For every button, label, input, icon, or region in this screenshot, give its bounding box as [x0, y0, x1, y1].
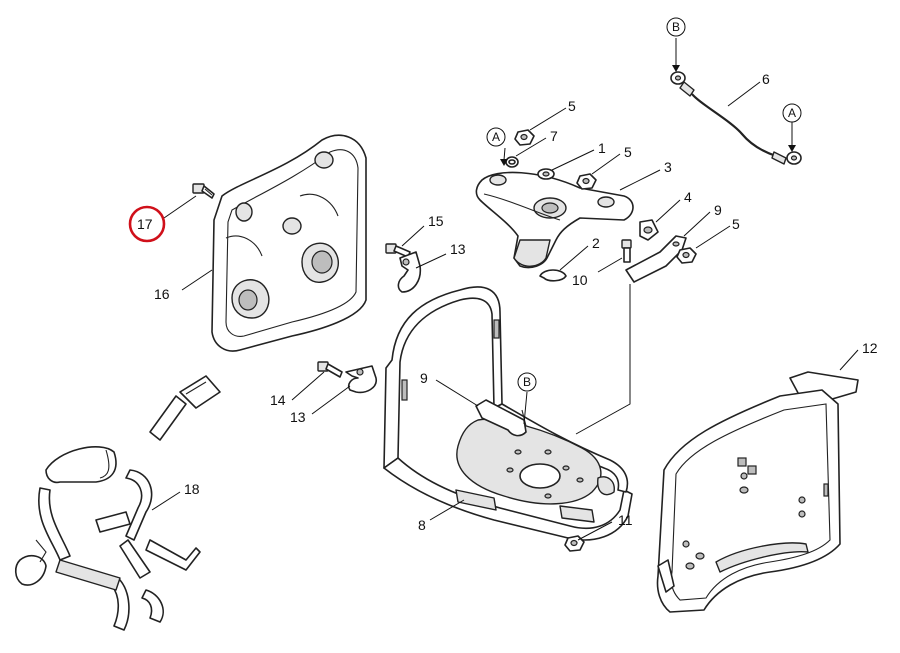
nut-part-5-mid	[576, 173, 597, 190]
callout-8: 8	[418, 517, 426, 533]
callout-17: 17	[137, 216, 153, 232]
nut-part-5-right	[676, 247, 697, 264]
callout-2: 2	[592, 235, 600, 251]
bracket-part-9-upper	[625, 235, 687, 283]
nut-part-5-upper	[514, 129, 535, 146]
reference-b-top: B	[666, 17, 686, 37]
callout-1: 1	[598, 140, 606, 156]
callout-18: 18	[184, 481, 200, 497]
callout-4: 4	[684, 189, 692, 205]
callout-10: 10	[572, 272, 588, 288]
reference-b-top-text: B	[672, 20, 680, 34]
callout-5-right: 5	[732, 216, 740, 232]
leader-lines	[151, 38, 859, 541]
panel-part-12	[656, 371, 859, 613]
clip-part-2	[539, 269, 567, 282]
reference-a-left-text: A	[492, 130, 500, 144]
callout-16: 16	[154, 286, 170, 302]
back-plate-part-16	[211, 134, 367, 352]
callout-12: 12	[862, 340, 878, 356]
bracket-part-9-lower	[475, 399, 527, 437]
callout-13-upper: 13	[450, 241, 466, 257]
reference-b-frame-text: B	[523, 375, 531, 389]
callout-11: 11	[618, 512, 633, 528]
callout-9-lower: 9	[420, 370, 428, 386]
reference-a-right-text: A	[788, 106, 796, 120]
reference-a-right: A	[782, 103, 802, 123]
callout-labels: 17 16 15 13 14 13 9 8 11 18 12 5 7 1 5 3…	[128, 71, 878, 533]
highlight-circle-17	[128, 205, 166, 243]
reference-b-frame: B	[517, 372, 537, 392]
bolt-part-17	[192, 183, 215, 199]
callout-5-upper: 5	[568, 98, 576, 114]
frame-part-8	[383, 286, 633, 541]
callout-6: 6	[762, 71, 770, 87]
bolt-part-10	[621, 239, 632, 263]
callout-5-mid: 5	[624, 144, 632, 160]
bolt-part-14	[317, 361, 343, 378]
washer-part-1	[537, 168, 555, 180]
harness-part-18	[14, 375, 221, 631]
callout-9-upper: 9	[714, 202, 722, 218]
oring-part-7	[505, 156, 519, 168]
reference-a-left: A	[486, 127, 506, 147]
callout-3: 3	[664, 159, 672, 175]
callout-14: 14	[270, 392, 286, 408]
cable-part-6	[670, 71, 802, 165]
callout-15: 15	[428, 213, 444, 229]
callout-13-lower: 13	[290, 409, 306, 425]
callout-7: 7	[550, 128, 558, 144]
clamp-part-13-upper	[397, 251, 422, 293]
bushing-part-4	[639, 219, 659, 241]
clamp-part-13-lower	[345, 365, 377, 394]
hub-part-3	[475, 171, 634, 269]
